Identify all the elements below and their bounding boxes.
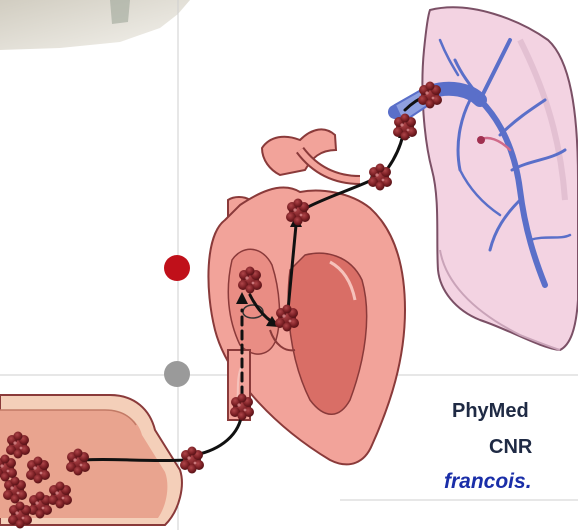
credit-line-2: CNR — [489, 436, 532, 459]
lung-icon — [395, 7, 578, 350]
timeline-dot-icon — [164, 361, 190, 387]
credit-line-1: PhyMed — [452, 400, 529, 423]
background-photo-fragment — [0, 0, 190, 50]
timeline-dot-icon — [164, 255, 190, 281]
credit-email-link[interactable]: francois. — [444, 470, 532, 494]
